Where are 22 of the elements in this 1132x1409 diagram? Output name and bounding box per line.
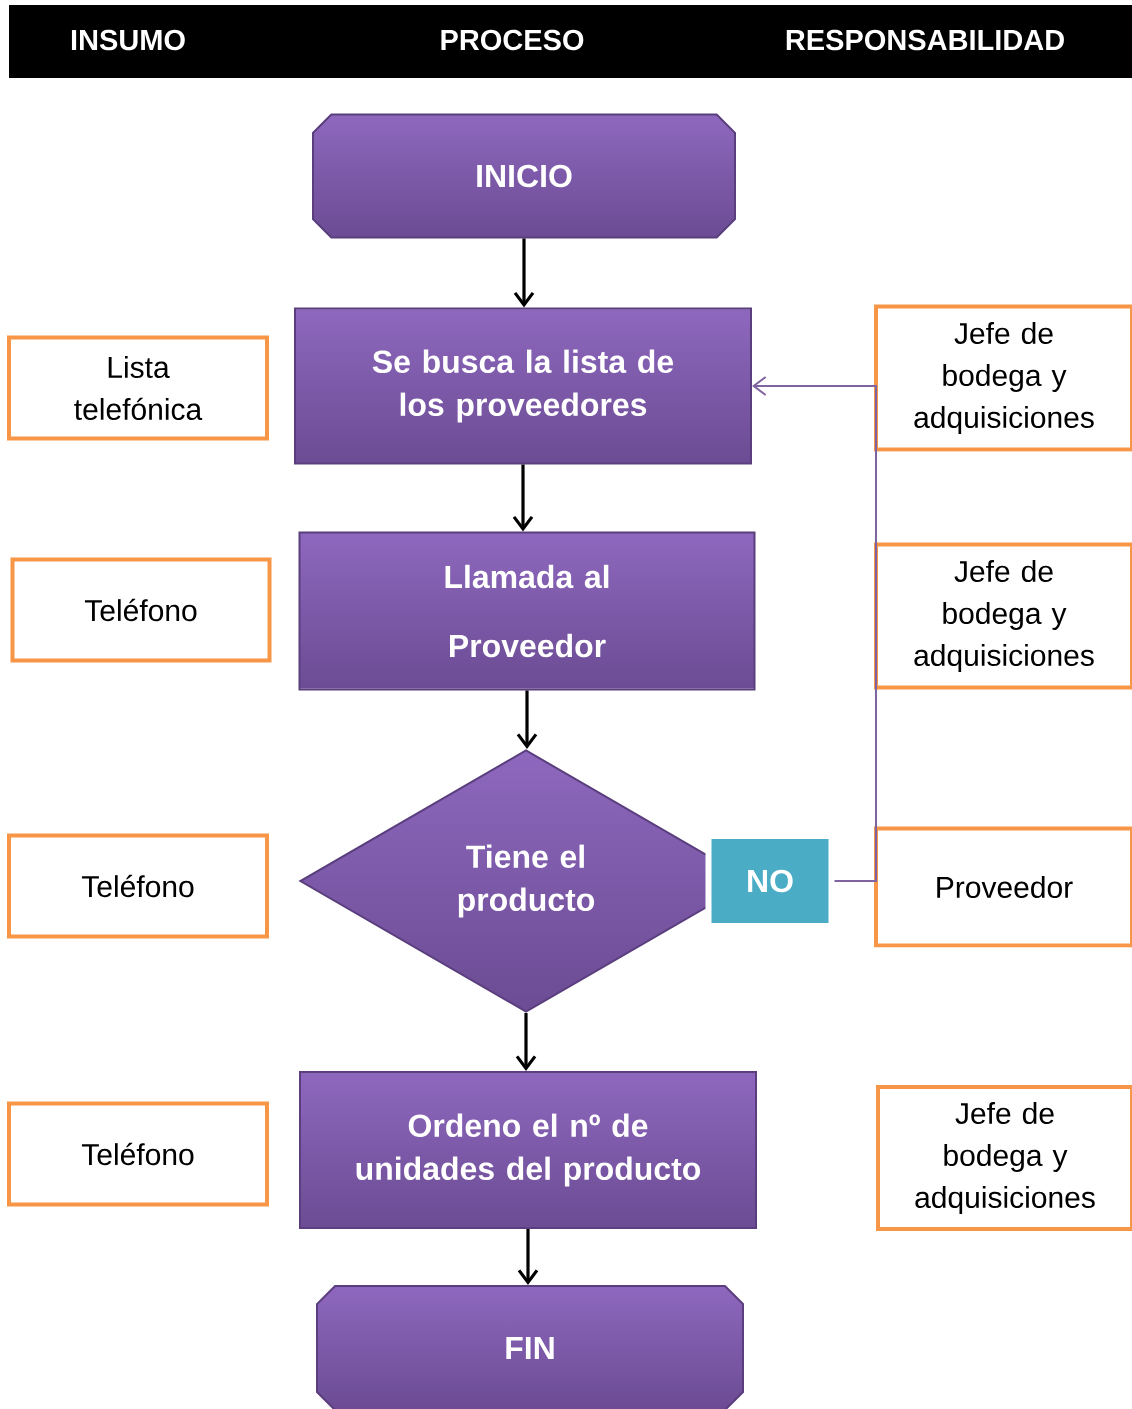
responsibility-box: Jefe de bodega y adquisiciones	[876, 1085, 1132, 1231]
process-box: Se busca la lista de los proveedores	[294, 307, 752, 465]
arrow	[515, 1013, 537, 1071]
arrow	[752, 376, 877, 882]
arrow	[512, 464, 534, 532]
arrow	[516, 690, 538, 749]
input-box: Teléfono	[7, 833, 269, 939]
terminal-box: INICIO	[312, 113, 736, 239]
process-box: Ordeno el nº de unidades del producto	[299, 1071, 757, 1229]
input-box: Teléfono	[10, 557, 272, 663]
arrow	[517, 1229, 539, 1285]
responsibility-box: Proveedor	[874, 826, 1132, 948]
process-box: Llamada al Proveedor	[298, 531, 756, 691]
responsibility-box: Jefe de bodega y adquisiciones	[874, 304, 1132, 452]
input-box: Lista telefónica	[7, 335, 269, 441]
column-header: PROCESO	[441, 29, 584, 51]
terminal-box: FIN	[316, 1285, 744, 1409]
responsibility-box: Jefe de bodega y adquisiciones	[874, 542, 1132, 690]
arrow	[513, 238, 535, 308]
input-box: Teléfono	[7, 1101, 269, 1207]
column-header: RESPONSABILIDAD	[786, 29, 1064, 51]
column-header: INSUMO	[71, 29, 185, 51]
